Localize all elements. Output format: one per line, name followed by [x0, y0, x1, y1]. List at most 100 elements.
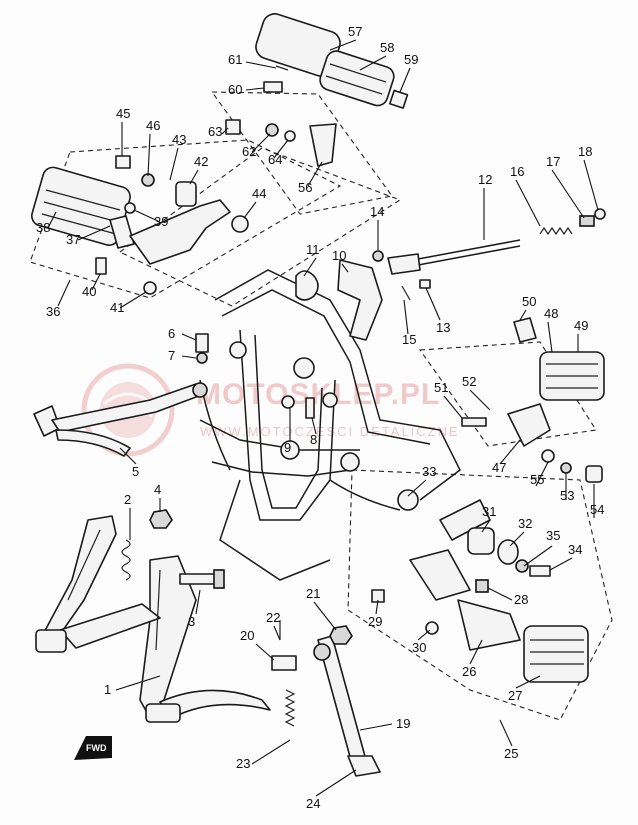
callout-49: 49 — [574, 318, 588, 333]
leader-line-29 — [375, 599, 379, 615]
rod-clip-15 — [401, 285, 411, 301]
leader-line-30 — [417, 629, 431, 641]
leader-lines — [47, 39, 599, 797]
callout-16: 16 — [510, 164, 524, 179]
leader-line-8 — [311, 417, 317, 435]
callout-5: 5 — [132, 464, 139, 479]
callout-7: 7 — [168, 348, 175, 363]
leader-line-47 — [499, 439, 521, 465]
leader-line-39 — [133, 209, 161, 223]
pedal-washer — [196, 352, 208, 364]
rod-pin-14 — [372, 250, 384, 262]
callout-32: 32 — [518, 516, 532, 531]
callout-33: 33 — [422, 464, 436, 479]
leader-line-36 — [57, 279, 71, 307]
callout-63: 63 — [208, 124, 222, 139]
callout-51: 51 — [434, 380, 448, 395]
watermark-tagline: WWW.MOTOCZESCI DETALICZNE — [200, 424, 460, 439]
stand-pivot-bolt — [179, 569, 225, 589]
callout-12: 12 — [478, 172, 492, 187]
leader-line-7 — [181, 355, 197, 359]
frame-bolt — [305, 397, 315, 419]
leader-line-60 — [245, 87, 265, 91]
rod-cotter-13 — [419, 279, 431, 289]
leader-line-40 — [91, 273, 101, 291]
callout-3: 3 — [188, 614, 195, 629]
callout-18: 18 — [578, 144, 592, 159]
callout-4: 4 — [154, 482, 161, 497]
leader-line-28 — [487, 587, 513, 601]
callout-56: 56 — [298, 180, 312, 195]
leader-line-25 — [499, 719, 513, 747]
callout-29: 29 — [368, 614, 382, 629]
callout-27: 27 — [508, 688, 522, 703]
assembly-box-25 — [347, 469, 613, 721]
direction-badge-label: FWD — [86, 743, 107, 753]
callout-50: 50 — [522, 294, 536, 309]
callout-47: 47 — [492, 460, 506, 475]
leader-line-59 — [399, 67, 411, 93]
front-right-footrest — [225, 13, 409, 167]
leader-line-33 — [407, 479, 427, 497]
leader-line-22 — [273, 625, 281, 641]
assembly-box-footrest-top — [210, 91, 393, 215]
callout-13: 13 — [436, 320, 450, 335]
leader-line-10 — [341, 263, 349, 273]
callout-22: 22 — [266, 610, 280, 625]
leader-line-24 — [315, 769, 357, 797]
side-stand — [271, 620, 381, 777]
leader-line-51 — [443, 395, 463, 419]
stand-spring — [121, 539, 131, 581]
watermark-brand: MOTOSKLEP.PL — [196, 378, 440, 411]
callout-37: 37 — [66, 232, 80, 247]
leader-line-15 — [403, 299, 409, 335]
leader-line-56 — [307, 161, 323, 187]
leader-line-61 — [245, 61, 277, 69]
leader-line-1 — [115, 675, 161, 691]
frame-tubes — [199, 269, 461, 581]
leader-line-23 — [251, 739, 291, 765]
callout-25: 25 — [504, 746, 518, 761]
leader-line-43 — [169, 147, 179, 181]
callout-19: 19 — [396, 716, 410, 731]
callout-14: 14 — [370, 204, 384, 219]
leader-line-32 — [509, 531, 525, 547]
leader-line-48 — [547, 321, 553, 353]
callout-23: 23 — [236, 756, 250, 771]
callout-48: 48 — [544, 306, 558, 321]
assembly-box-footrest-right — [418, 341, 597, 447]
leader-line-64 — [273, 139, 289, 159]
leader-line-41 — [119, 291, 147, 309]
callout-36: 36 — [46, 304, 60, 319]
watermark: MOTOSKLEP.PL WWW.MOTOCZESCI DETALICZNE — [81, 363, 460, 457]
callout-59: 59 — [404, 52, 418, 67]
leader-line-20 — [255, 643, 275, 661]
callout-10: 10 — [332, 248, 346, 263]
callout-55: 55 — [530, 472, 544, 487]
brake-rod-assembly — [387, 208, 606, 275]
callout-31: 31 — [482, 504, 496, 519]
brake-pedal — [33, 382, 208, 457]
callout-58: 58 — [380, 40, 394, 55]
leader-line-52 — [469, 389, 491, 411]
callout-44: 44 — [252, 186, 266, 201]
rear-footrest-assembly — [371, 489, 589, 683]
leader-line-63 — [221, 127, 229, 135]
assembly-box-36 — [29, 139, 342, 299]
callout-60: 60 — [228, 82, 242, 97]
leader-line-35 — [523, 545, 553, 567]
leader-line-44 — [243, 201, 257, 219]
callout-26: 26 — [462, 664, 476, 679]
callout-21: 21 — [306, 586, 320, 601]
callout-57: 57 — [348, 24, 362, 39]
leader-line-42 — [189, 169, 199, 185]
callout-39: 39 — [154, 214, 168, 229]
leader-line-34 — [549, 557, 573, 571]
callout-34: 34 — [568, 542, 582, 557]
callout-38: 38 — [36, 220, 50, 235]
callout-64: 64 — [268, 152, 282, 167]
callout-17: 17 — [546, 154, 560, 169]
callout-62: 62 — [242, 144, 256, 159]
